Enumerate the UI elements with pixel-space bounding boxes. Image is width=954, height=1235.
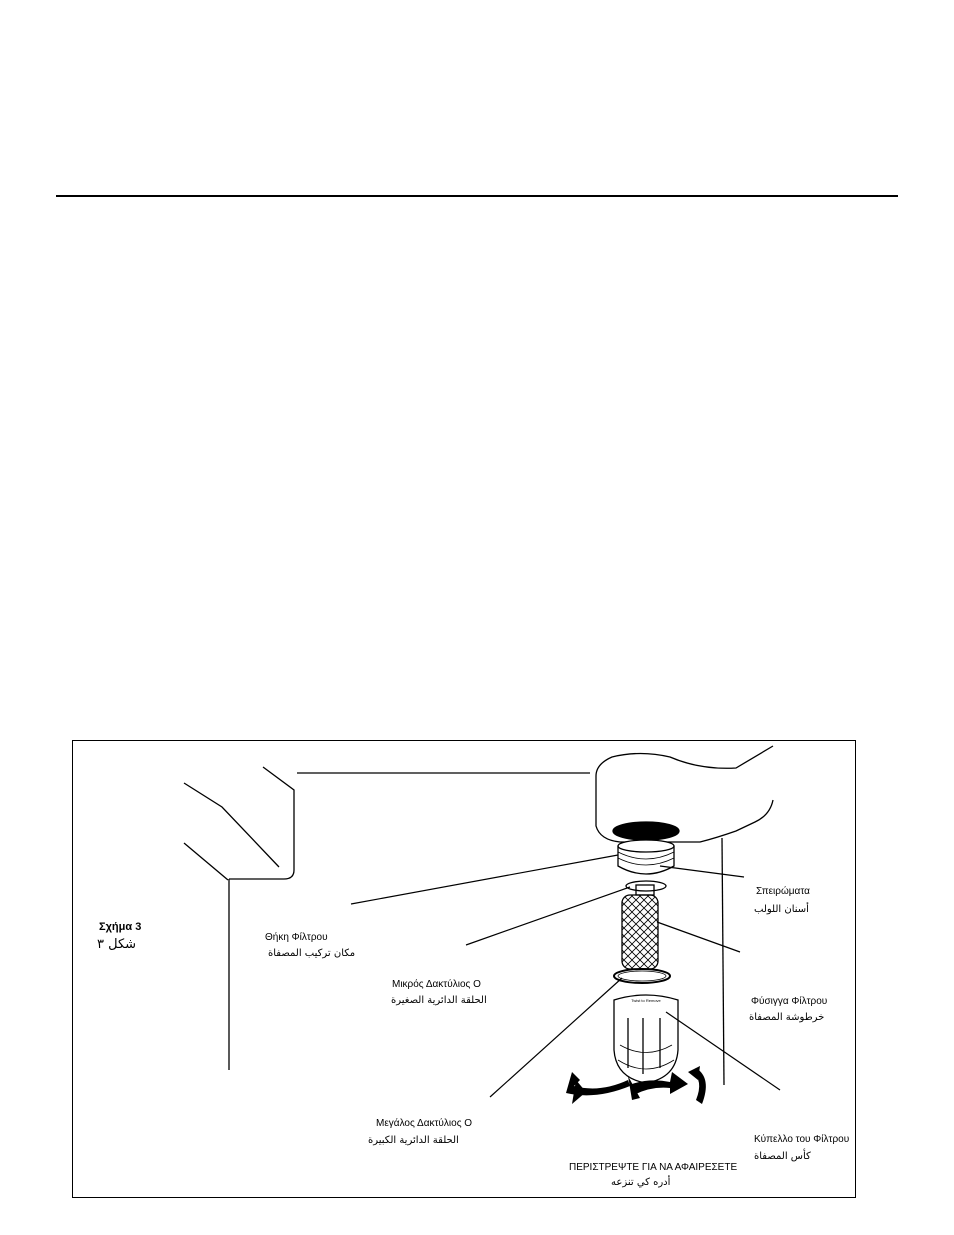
housing-opening	[612, 821, 680, 841]
filter-housing-body	[595, 745, 774, 1086]
label-filter-housing-arabic: مكان تركيب المصفاة	[268, 948, 356, 959]
label-threads-greek: Σπειρώματα	[756, 886, 810, 897]
label-large-oring-greek: Μεγάλος Δακτύλιος O	[376, 1118, 473, 1129]
label-filter-housing-greek: Θήκη Φίλτρου	[265, 932, 328, 943]
small-o-ring	[625, 880, 667, 892]
label-filter-cup-greek: Κύπελλο του Φίλτρου	[754, 1134, 850, 1145]
horizontal-rule	[56, 195, 898, 197]
leader-lines	[350, 854, 781, 1098]
appliance-left-outline	[183, 766, 590, 1070]
label-small-oring-greek: Μικρός Δακτύλιος O	[392, 979, 481, 990]
label-filter-cartridge-arabic: خرطوشة المصفاة	[749, 1012, 825, 1023]
label-filter-cartridge-greek: Φύσιγγα Φίλτρου	[751, 996, 828, 1007]
rotate-arrows	[566, 1066, 706, 1104]
large-o-ring	[613, 968, 671, 984]
figure-title-arabic: شكل ٣	[97, 937, 137, 952]
figure-frame	[72, 740, 856, 1198]
threads-ring	[617, 839, 675, 875]
label-small-oring-arabic: الحلقة الدائرية الصغيرة	[391, 995, 487, 1006]
filter-cartridge	[621, 884, 659, 970]
figure-title-greek: Σχήμα 3	[99, 921, 142, 933]
label-large-oring-arabic: الحلقة الدائرية الكبيرة	[368, 1135, 459, 1146]
label-turn-remove-arabic: أدره كي تنزعه	[611, 1177, 671, 1188]
label-turn-remove-greek: ΠΕΡΙΣΤΡΕΨΤΕ ΓΙΑ ΝΑ ΑΦΑΙΡΕΣΕΤΕ	[569, 1162, 738, 1173]
cup-print: Twist to Remove	[631, 998, 661, 1003]
label-threads-arabic: أسنان اللولب	[754, 904, 809, 915]
filter-cup	[613, 994, 679, 1084]
label-filter-cup-arabic: كأس المصفاة	[754, 1151, 811, 1162]
